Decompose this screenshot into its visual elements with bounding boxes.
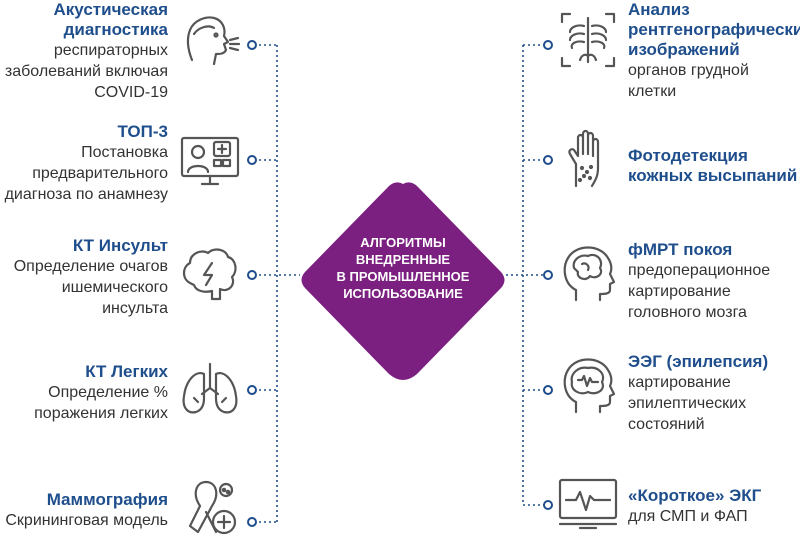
item-desc: Определение очагов bbox=[13, 258, 168, 275]
connector-dot bbox=[247, 40, 257, 50]
item-title: Анализ bbox=[628, 0, 690, 19]
left-item-ct-stroke: КТ Инсульт Определение очагов ишемическо… bbox=[14, 236, 168, 319]
item-desc: диагноза по анамнезу bbox=[4, 186, 168, 203]
center-label-line: ИСПОЛЬЗОВАНИЕ bbox=[343, 286, 463, 301]
left-item-acoustic: Акустическая диагностика респираторных з… bbox=[5, 0, 168, 103]
item-desc: предварительного bbox=[32, 165, 168, 182]
connector-dot bbox=[247, 385, 257, 395]
item-title: Акустическая bbox=[53, 0, 168, 19]
item-desc: COVID-19 bbox=[94, 84, 168, 101]
item-desc: поражения легких bbox=[34, 405, 168, 422]
center-label-line: В ПРОМЫШЛЕННОЕ bbox=[336, 269, 470, 284]
right-item-eeg: ЭЭГ (эпилепсия) картирование эпилептичес… bbox=[628, 352, 768, 435]
item-desc: головного мозга bbox=[628, 304, 747, 321]
item-desc: состояний bbox=[628, 416, 705, 433]
item-title: Маммография bbox=[46, 490, 168, 509]
item-desc: заболеваний включая bbox=[4, 63, 168, 80]
item-title: кожных высыпаний bbox=[628, 166, 798, 185]
item-title: ТОП-3 bbox=[117, 122, 168, 141]
connector-dot bbox=[543, 40, 553, 50]
item-desc: картирование bbox=[628, 374, 731, 391]
item-title: Фотодетекция bbox=[628, 146, 748, 165]
right-item-skin: Фотодетекция кожных высыпаний bbox=[628, 146, 797, 186]
connector-dot bbox=[543, 155, 553, 165]
connector-dot bbox=[543, 500, 553, 510]
item-title: «Короткое» ЭКГ bbox=[628, 486, 762, 505]
hand-rash-icon bbox=[556, 128, 620, 192]
item-desc: Скрининговая модель bbox=[5, 512, 168, 529]
left-item-ct-lungs: КТ Легких Определение % поражения легких bbox=[34, 362, 168, 424]
item-desc: респираторных bbox=[53, 42, 168, 59]
item-title: фМРТ покоя bbox=[628, 240, 733, 259]
item-title: рентгенографических bbox=[628, 20, 800, 39]
item-desc: Постановка bbox=[81, 144, 168, 161]
left-item-mammography: Маммография Скрининговая модель bbox=[5, 490, 168, 531]
item-desc: органов грудной bbox=[628, 62, 749, 79]
item-desc: для СМП и ФАП bbox=[628, 508, 748, 525]
center-label-line: АЛГОРИТМЫ bbox=[360, 235, 446, 250]
item-title: диагностика bbox=[63, 20, 168, 39]
item-desc: Определение % bbox=[48, 384, 168, 401]
ribbon-cross-icon bbox=[178, 476, 242, 540]
doctor-monitor-icon bbox=[178, 128, 242, 192]
item-title: изображений bbox=[628, 40, 740, 59]
ecg-monitor-icon bbox=[556, 470, 620, 534]
connector-dot bbox=[247, 155, 257, 165]
center-diamond bbox=[301, 182, 505, 380]
item-desc: картирование bbox=[628, 283, 731, 300]
head-brain-icon bbox=[556, 240, 620, 304]
head-eeg-icon bbox=[556, 352, 620, 416]
item-desc: клетки bbox=[628, 83, 677, 100]
lungs-icon bbox=[178, 358, 242, 422]
right-item-fmri: фМРТ покоя предоперационное картирование… bbox=[628, 240, 770, 323]
item-title: ЭЭГ (эпилепсия) bbox=[628, 352, 769, 371]
center-label-line: ВНЕДРЕННЫЕ bbox=[355, 252, 451, 267]
brain-lightning-icon bbox=[178, 243, 242, 307]
right-item-ecg: «Короткое» ЭКГ для СМП и ФАП bbox=[628, 486, 761, 527]
item-desc: эпилептических bbox=[628, 395, 747, 412]
connector-dot bbox=[247, 517, 257, 527]
connector-dot bbox=[543, 385, 553, 395]
item-desc: инсульта bbox=[102, 300, 168, 317]
connector-dot bbox=[543, 270, 553, 280]
item-title: КТ Инсульт bbox=[72, 236, 168, 255]
connector-dot bbox=[247, 270, 257, 280]
left-item-top3: ТОП-3 Постановка предварительного диагно… bbox=[5, 122, 168, 205]
xray-chest-icon bbox=[556, 8, 620, 72]
face-breathing-icon bbox=[178, 10, 242, 74]
right-item-xray: Анализ рентгенографических изображений о… bbox=[628, 0, 800, 102]
item-title: КТ Легких bbox=[85, 362, 168, 381]
center-label: АЛГОРИТМЫ ВНЕДРЕННЫЕ В ПРОМЫШЛЕННОЕ ИСПО… bbox=[318, 234, 488, 302]
item-desc: предоперационное bbox=[628, 262, 771, 279]
item-desc: ишемического bbox=[61, 279, 168, 296]
